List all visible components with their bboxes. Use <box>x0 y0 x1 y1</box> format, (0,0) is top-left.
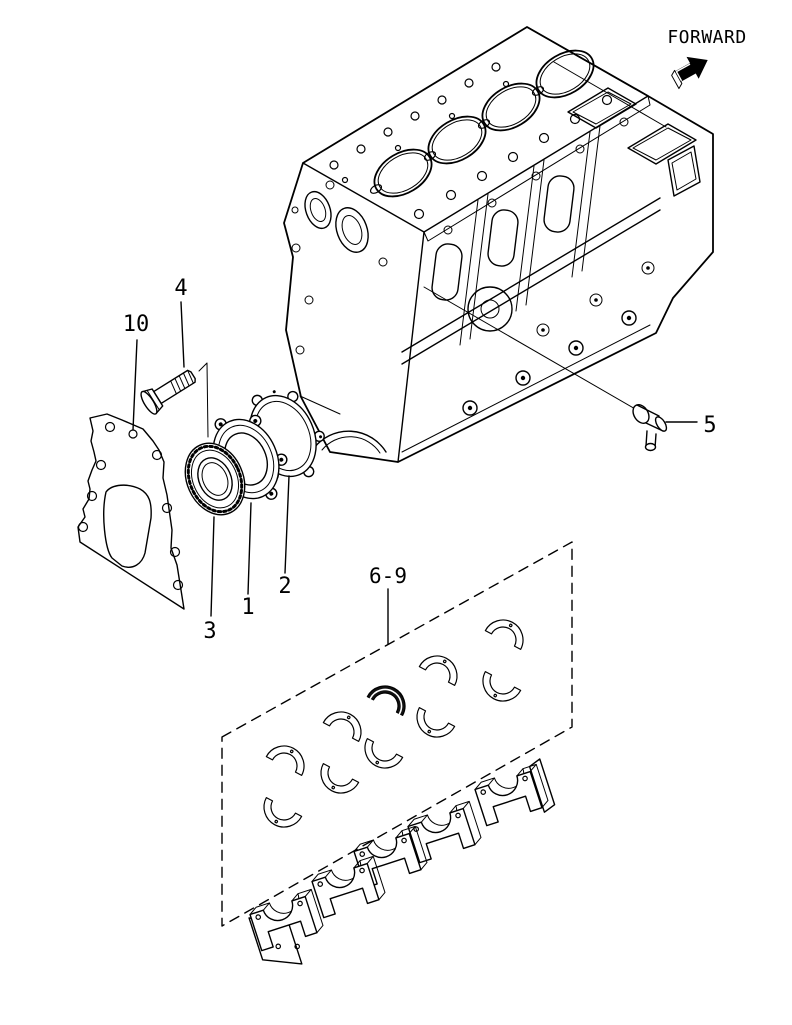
bearing-shell <box>256 797 303 835</box>
leader-line-4 <box>180 301 185 368</box>
bearing-cap-front <box>247 888 326 965</box>
callout-label-5: 5 <box>703 413 716 438</box>
leader-line-10 <box>132 339 138 431</box>
front-plate-gasket-part-10 <box>77 413 185 610</box>
bearing-shells <box>256 612 531 835</box>
gasket-bolt-holes <box>77 421 184 591</box>
forward-arrow-icon <box>671 56 708 90</box>
callout-label-1: 1 <box>241 595 254 620</box>
crankcase-side-wall <box>401 117 661 453</box>
cylinder-bores <box>373 49 595 198</box>
leader-line-5-long <box>423 286 638 411</box>
right-face-opening <box>667 145 701 197</box>
callout-label-10: 10 <box>123 312 150 337</box>
callout-label-4: 4 <box>174 276 187 301</box>
forward-label: FORWARD <box>667 27 746 48</box>
plug-part-5 <box>632 404 668 452</box>
retainer-gasket-part-2 <box>241 390 325 482</box>
rear-deck-pockets <box>553 61 697 165</box>
deck-holes <box>329 62 613 220</box>
bearing-shell <box>409 707 456 745</box>
bearing-shell <box>322 704 369 742</box>
bearing-shell <box>475 671 522 709</box>
oil-seal-part-3 <box>184 442 246 516</box>
callout-label-6-9: 6-9 <box>369 564 407 588</box>
bearing-caps <box>247 758 556 965</box>
bearing-shell <box>484 612 531 650</box>
callout-label-3: 3 <box>203 619 216 644</box>
engine-block-drawing <box>283 26 714 463</box>
leader-line-2 <box>284 475 290 574</box>
bearing-shell <box>357 738 404 776</box>
callout-label-2: 2 <box>278 574 291 599</box>
bearing-cap-rear <box>472 758 556 827</box>
bearing-shell <box>418 648 465 686</box>
bearing-shell-thrust <box>366 685 406 716</box>
bolt-part-4 <box>140 369 196 415</box>
leader-line-1 <box>247 502 252 595</box>
bearing-shell <box>265 738 312 776</box>
bearing-shell <box>313 763 360 801</box>
bearing-set-panel <box>221 541 573 927</box>
bolt-alignment-line <box>198 362 209 438</box>
leader-line-3 <box>210 516 215 617</box>
bearing-cap <box>405 800 484 864</box>
